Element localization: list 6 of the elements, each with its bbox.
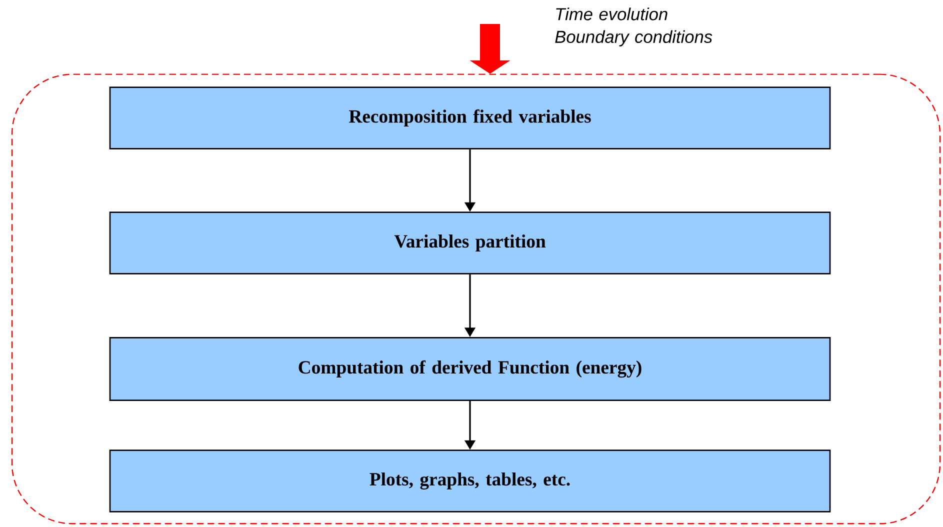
process-box: Computation of derived Function (energy)	[109, 337, 831, 401]
process-box: Variables partition	[109, 212, 831, 274]
process-box: Recomposition fixed variables	[109, 86, 831, 150]
edge-label: Time evolution Boundary conditions	[555, 8, 712, 46]
dashed-boundary	[11, 74, 941, 524]
process-box: Plots, graphs, tables, etc.	[109, 450, 831, 512]
